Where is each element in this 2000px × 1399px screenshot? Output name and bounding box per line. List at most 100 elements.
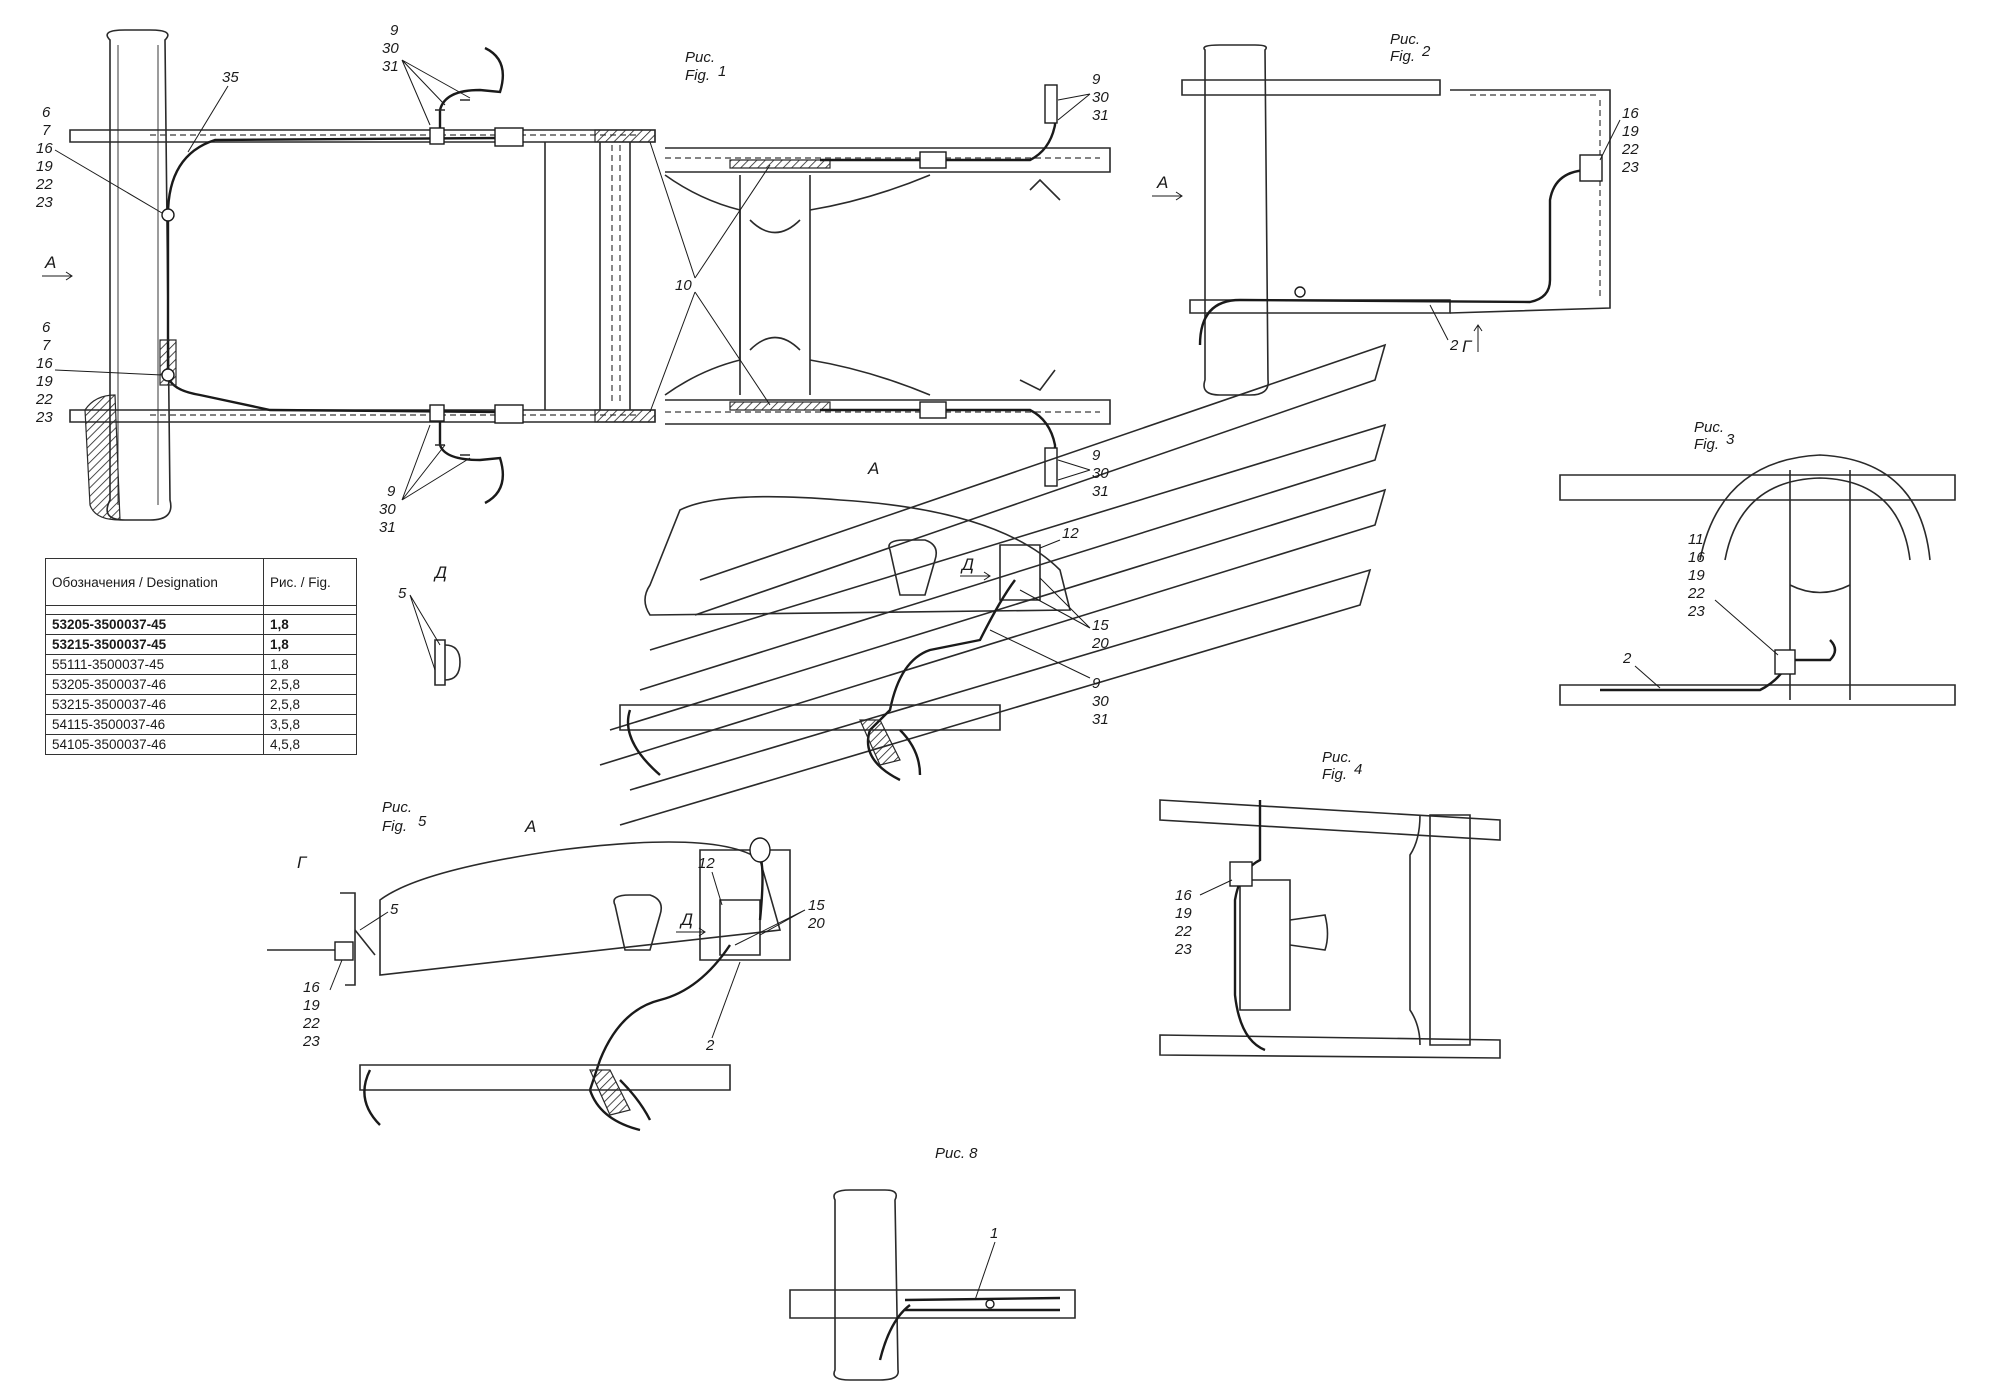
fig3-label: Рис. Fig. 3 <box>1694 419 1735 453</box>
svg-text:Fig.: Fig. <box>1322 766 1347 783</box>
legend-designation: 53215-3500037-45 <box>45 634 264 655</box>
svg-text:19: 19 <box>303 997 320 1014</box>
callouts-fig1-left-bottom: 6 7 16 19 22 23 <box>35 319 163 426</box>
callouts-detail-d: 5 <box>398 585 441 671</box>
callouts-fig1-left-top: 6 7 16 19 22 23 <box>35 104 163 214</box>
svg-text:19: 19 <box>1622 123 1639 140</box>
legend-designation: 54115-3500037-46 <box>45 714 264 735</box>
svg-text:22: 22 <box>1621 141 1639 158</box>
callouts-fig1-hose-bottom: 9 30 31 <box>379 424 471 536</box>
legend-row: 54105-3500037-46 4,5,8 <box>45 734 357 755</box>
legend-row: 54115-3500037-46 3,5,8 <box>45 714 357 735</box>
svg-text:22: 22 <box>1687 585 1705 602</box>
svg-text:19: 19 <box>1688 567 1705 584</box>
legend-designation: 53205-3500037-45 <box>45 614 264 635</box>
svg-text:9: 9 <box>1092 71 1101 88</box>
legend-header: Обозначения / Designation Рис. / Fig. <box>45 558 357 606</box>
svg-text:31: 31 <box>379 519 396 536</box>
svg-text:30: 30 <box>1092 693 1109 710</box>
svg-text:Рис.: Рис. <box>1694 419 1724 436</box>
legend-row: 53205-3500037-46 2,5,8 <box>45 674 357 695</box>
legend-gap <box>45 605 357 615</box>
legend-row: 53205-3500037-45 1,8 <box>45 614 357 635</box>
legend-figure: 1,8 <box>263 614 357 635</box>
svg-text:2: 2 <box>705 1037 715 1054</box>
svg-text:15: 15 <box>808 897 825 914</box>
callout-35: 35 <box>187 69 239 153</box>
svg-text:9: 9 <box>390 22 399 39</box>
svg-text:6: 6 <box>42 104 51 121</box>
svg-text:1: 1 <box>990 1225 998 1242</box>
svg-text:9: 9 <box>1092 447 1101 464</box>
fig1-label: Рис. Fig. 1 <box>685 49 726 84</box>
svg-text:5: 5 <box>390 901 399 918</box>
callouts-fig4: 16 19 22 23 <box>1174 879 1233 958</box>
callouts-fig-a-top: 12 15 20 9 30 31 <box>989 525 1109 728</box>
svg-text:22: 22 <box>35 176 53 193</box>
callouts-fig2: 16 19 22 23 2 <box>1429 105 1639 354</box>
svg-text:Fig.: Fig. <box>685 67 710 84</box>
svg-text:16: 16 <box>36 355 53 372</box>
svg-text:2: 2 <box>1421 43 1431 60</box>
callouts-fig1-hose-top: 9 30 31 <box>382 22 471 126</box>
svg-text:23: 23 <box>302 1033 320 1050</box>
svg-text:22: 22 <box>35 391 53 408</box>
svg-text:16: 16 <box>1688 549 1705 566</box>
svg-text:6: 6 <box>42 319 51 336</box>
svg-text:7: 7 <box>42 122 51 139</box>
legend-header-figure: Рис. / Fig. <box>263 558 357 606</box>
legend-row: 55111-3500037-45 1,8 <box>45 654 357 675</box>
fig8-label: Рис. 8 <box>935 1145 978 1162</box>
legend-figure: 1,8 <box>263 654 357 675</box>
callouts-fig1-rear-bottom: 9 30 31 <box>1057 447 1109 500</box>
svg-text:Д: Д <box>679 910 693 929</box>
callouts-fig1-rear-top: 9 30 31 <box>1057 71 1109 124</box>
view-g-arrow-fig2: Г <box>1462 324 1483 356</box>
legend-figure: 4,5,8 <box>263 734 357 755</box>
svg-text:15: 15 <box>1092 617 1109 634</box>
svg-text:5: 5 <box>418 813 427 830</box>
callouts-fig3: 11 16 19 22 23 2 <box>1622 531 1779 689</box>
svg-text:31: 31 <box>1092 711 1109 728</box>
svg-text:A: A <box>1156 173 1168 192</box>
svg-text:22: 22 <box>1174 923 1192 940</box>
fig2-label: Рис. Fig. 2 <box>1390 31 1431 65</box>
svg-text:Рис.: Рис. <box>685 49 715 66</box>
svg-text:12: 12 <box>698 855 715 872</box>
svg-text:Fig.: Fig. <box>382 818 407 835</box>
svg-text:16: 16 <box>303 979 320 996</box>
svg-text:31: 31 <box>1092 483 1109 500</box>
callouts-fig-a-bottom: 12 15 20 2 <box>698 855 825 1054</box>
detail-d-drawing <box>434 639 461 686</box>
svg-text:Fig.: Fig. <box>1390 48 1415 65</box>
svg-text:7: 7 <box>42 337 51 354</box>
legend-designation: 54105-3500037-46 <box>45 734 264 755</box>
svg-text:Г: Г <box>1462 337 1473 356</box>
svg-text:2: 2 <box>1449 337 1459 354</box>
view-d-arrow-bottom: Д <box>676 910 706 937</box>
legend-designation: 53205-3500037-46 <box>45 674 264 695</box>
svg-text:23: 23 <box>1174 941 1192 958</box>
view-a-label-bottom: A <box>524 817 536 836</box>
fig1-rear-drawing <box>664 84 1111 487</box>
svg-text:20: 20 <box>1091 635 1109 652</box>
fig4-label: Рис. Fig. 4 <box>1322 749 1362 783</box>
fig-a-bottom-drawing <box>267 837 791 1132</box>
svg-text:9: 9 <box>387 483 396 500</box>
svg-text:16: 16 <box>1175 887 1192 904</box>
svg-text:4: 4 <box>1354 761 1362 778</box>
view-a-label-top: A <box>867 459 879 478</box>
svg-text:16: 16 <box>36 140 53 157</box>
svg-text:Рис.: Рис. <box>1390 31 1420 48</box>
svg-text:30: 30 <box>1092 89 1109 106</box>
svg-text:19: 19 <box>36 373 53 390</box>
view-d-arrow-top: Д <box>960 555 991 581</box>
legend-figure: 2,5,8 <box>263 674 357 695</box>
view-g-label: Г <box>297 853 308 872</box>
svg-text:11: 11 <box>1688 531 1704 548</box>
legend-row: 53215-3500037-45 1,8 <box>45 634 357 655</box>
fig3-drawing <box>1559 454 1956 706</box>
svg-text:30: 30 <box>379 501 396 518</box>
svg-text:23: 23 <box>35 194 53 211</box>
